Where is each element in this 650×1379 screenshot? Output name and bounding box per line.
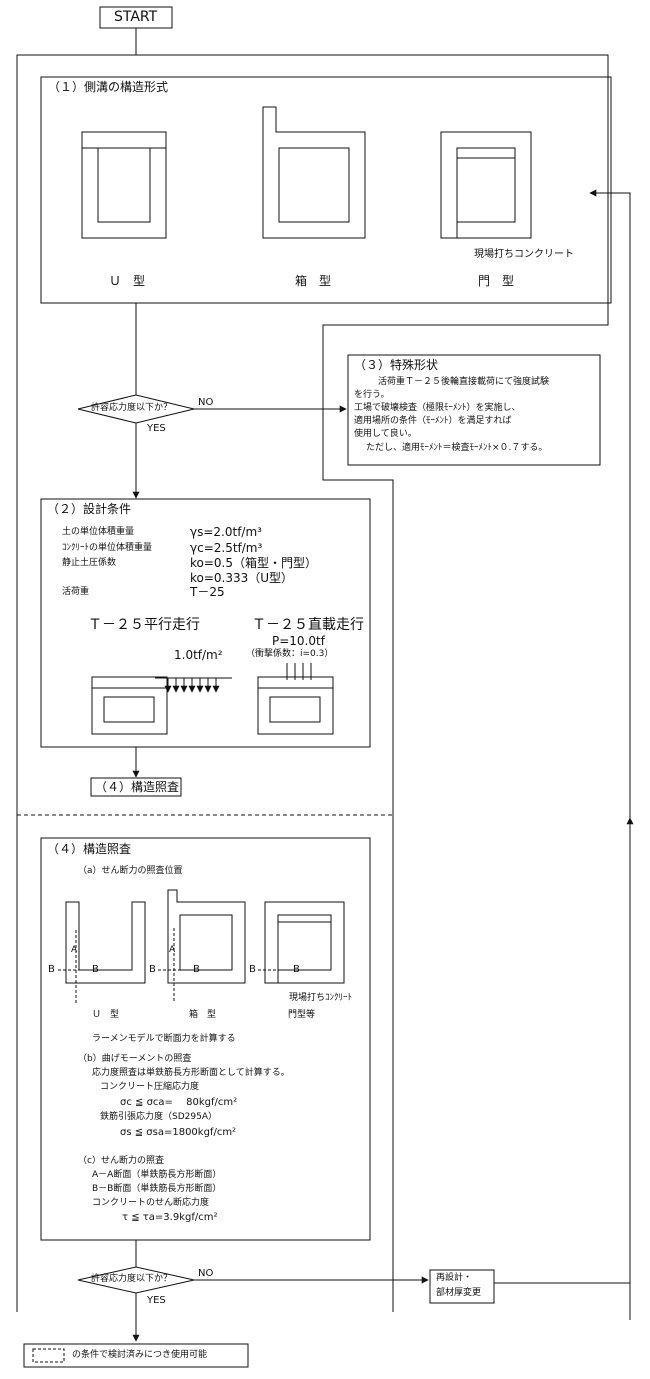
decision-2-no: NO [198,1268,214,1279]
section4-b-line1: 応力度照査は単鉄筋長方形断面として計算する。 [92,1068,290,1078]
section4-b-line2: コンクリート圧縮応力度 [100,1082,200,1092]
uniform-load-label: 1.0tf/m² [174,648,223,662]
section4-c-title: （c）せん断力の照査 [78,1156,164,1166]
section2-title: （２）設計条件 [47,502,132,516]
section-B-mark-gate-left: B [249,964,256,975]
cast-in-place-label: 現場打ちコンクリート [474,249,574,260]
shear-gate-shape [258,901,345,984]
section4-c-line2: B－B断面（単鉄筋長方形断面） [92,1184,222,1194]
earth-pressure-label: 静止土圧係数 [62,558,117,568]
section4-a-title: （a）せん断力の照査位置 [78,866,183,876]
parallel-travel-label: Ｔ－２５平行走行 [88,617,200,633]
section4-box [40,837,371,1241]
ref4-label: （４）構造照査 [95,780,180,794]
perp-travel-label: Ｔ－２５直載走行 [252,617,364,633]
decision-2-label: 許容応力度以下か？ [91,1274,173,1284]
section4-b-line4: 鉄筋引張応力度（SD295A） [100,1112,217,1122]
impact-coef-label: （衝撃係数：i=0.3） [246,649,334,659]
section4-c-line1: A－A断面（単鉄筋長方形断面） [92,1170,222,1180]
frame-model-text: ラーメンモデルで断面力を計算する [92,1034,236,1044]
soil-weight-label: 土の単位体積重量 [62,527,135,537]
decision-1-no: NO [198,397,214,408]
section3-line2: を行う。 [354,390,390,400]
section4-b-title: （b）曲げモーメントの照査 [78,1054,192,1064]
decision-1-yes: YES [147,423,166,434]
earth-pressure-value1: ko=0.5（箱型・門型） [190,556,318,570]
gate-type-shape [440,131,532,239]
section3-line6: ただし、適用ﾓｰﾒﾝﾄ＝検査ﾓｰﾒﾝﾄ×０.７する。 [366,443,548,453]
box-type-label: 箱 型 [295,274,332,288]
soil-weight-value: γs=2.0tf/m³ [190,525,262,539]
shear-cast-label: 現場打ちｺﾝｸﾘｰﾄ [289,993,353,1003]
concrete-weight-label: ｺﾝｸﾘｰﾄの単位体積重量 [62,543,153,553]
shear-gate-label: 門型等 [288,1010,316,1020]
section-B-mark-box-right: B [193,964,200,975]
section4-title: （４）構造照査 [47,842,132,856]
point-load-label: P=10.0tf [272,634,325,648]
decision-1-label: 許容応力度以下か？ [91,403,173,413]
redesign-line2: 部材厚変更 [436,1288,482,1298]
section-A-mark-box: A [169,945,176,955]
section3-line3: 工場で破壊検査（極限ﾓｰﾒﾝﾄ）を実施し、 [354,403,521,413]
section3-line1: 活荷重Ｔ－２５後輪直接載荷にて強度試験 [378,377,550,387]
section3-line5: 使用して良い。 [354,429,417,439]
section2-box [40,498,371,748]
ref4-box [90,777,182,797]
section4-c-line4: τ ≦ τa=3.9kgf/cm² [122,1212,218,1223]
live-load-value: T－25 [190,585,225,599]
parallel-load-diagram [91,676,232,735]
live-load-label: 活荷重 [62,587,90,597]
box-type-shape [262,106,366,239]
perp-load-diagram [257,663,334,735]
shear-u-label: Ｕ 型 [92,1010,120,1020]
section1-title: （１）側溝の構造形式 [48,80,169,94]
u-type-label: Ｕ 型 [109,274,146,288]
concrete-weight-value: γc=2.5tf/m³ [190,541,263,555]
u-type-shape [81,131,167,239]
shear-box-label: 箱 型 [189,1010,217,1020]
section4-c-line3: コンクリートのせん断応力度 [92,1198,210,1208]
section-B-mark-gate-right: B [293,964,300,975]
section1-box [40,76,612,304]
shear-u-shape [58,901,146,1003]
redesign-box [429,1269,495,1304]
gate-type-label: 門 型 [478,274,515,288]
section4-b-line3: σc ≦ σca= 80kgf/cm² [120,1097,238,1108]
footer-note: の条件で検討済みにつき使用可能 [72,1350,208,1360]
redesign-line1: 再設計・ [436,1273,473,1283]
section4-b-line5: σs ≦ σsa=1800kgf/cm² [120,1127,237,1138]
section3-line4: 適用場所の条件（ﾓｰﾒﾝﾄ）を満足すれば [354,416,512,426]
section-B-mark-box-left: B [149,964,156,975]
footer-dashed-legend [32,1348,65,1363]
section-A-mark-u: A [71,945,78,955]
outer-loop [16,54,609,1312]
earth-pressure-value2: ko=0.333（U型） [190,571,294,585]
footer-box [23,1343,249,1368]
section3-title: （３）特殊形状 [354,358,439,372]
decision-2-yes: YES [147,1295,166,1306]
start-label: START [114,9,158,25]
section-B-mark-u-right: B [92,964,99,975]
section-B-mark-u-left: B [48,964,55,975]
shear-box-shape [158,889,246,1003]
section3-box [347,354,601,466]
